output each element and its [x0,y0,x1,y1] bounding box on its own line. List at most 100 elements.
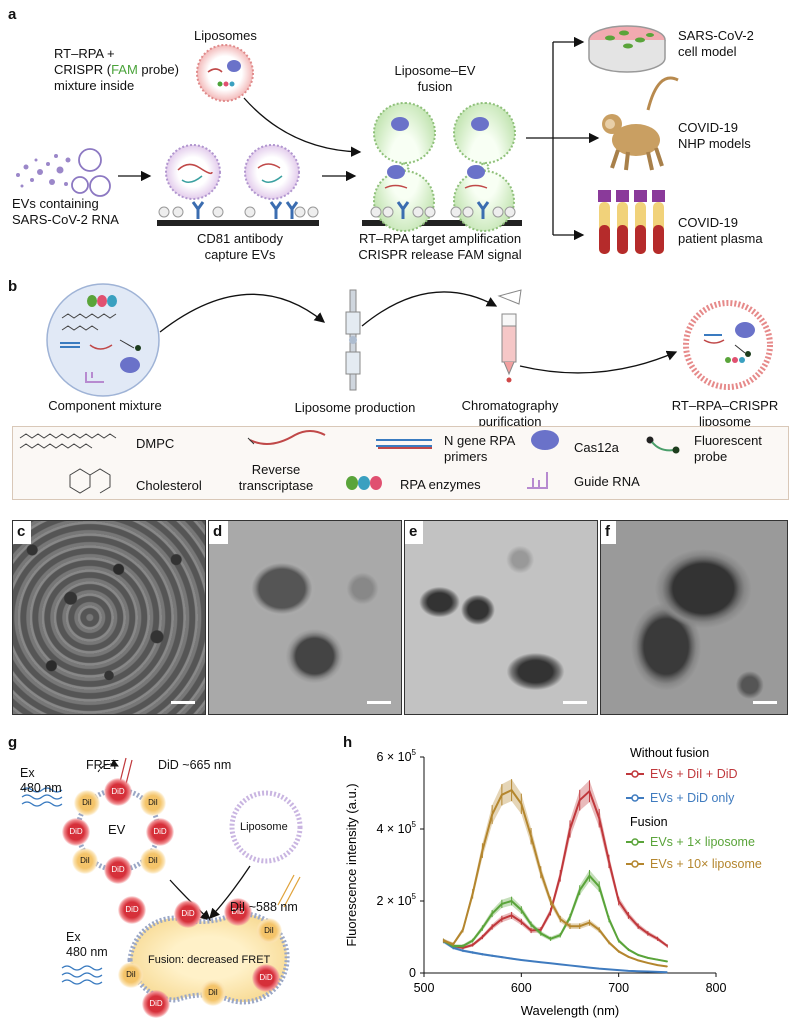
rt-rpa-crispr-mixture-text: RT–RPA + CRISPR (FAM probe) mixture insi… [54,46,179,93]
chromatography-column-icon [497,289,522,383]
legend-fluorescent-probe: Fluorescent probe [694,433,762,464]
did-dye: DiD [142,990,170,1018]
legend-marker [631,838,639,846]
did-dye: DiD [104,778,132,806]
legend-entry: EVs + DiD only [650,791,735,805]
legend-marker [631,794,639,802]
x-tick-label: 600 [511,981,532,995]
liposome-label-g: Liposome [240,821,288,833]
y-tick-label: 4 × 105 [376,820,416,836]
did-dye: DiD [104,856,132,884]
x-tick-label: 800 [706,981,727,995]
evs-containing-label: EVs containing SARS-CoV-2 RNA [12,196,119,227]
ev-label: EV [108,822,126,837]
legend-ngene-primers: N gene RPA primers [444,433,516,464]
panel-label-h: h [343,734,353,751]
did-dye: DiD [252,964,280,992]
rt-rpa-amplification-label: RT–RPA target amplification CRISPR relea… [358,231,522,262]
cd81-antibody-label: CD81 antibody capture EVs [197,231,283,262]
series-line [442,940,668,974]
rt-rpa-crispr-liposome-icon [683,300,773,390]
legend-group-fusion: Fusion [630,815,668,829]
micrograph-f: f [600,520,788,715]
dil-dye: DiI [118,962,144,988]
dil-588-label: DiI ~588 nm [230,900,298,914]
dil-dye: DiI [72,848,98,874]
did-dye: DiD [174,900,202,928]
did-dye: DiD [224,898,252,926]
dil-dye: DiI [200,980,226,1006]
monkey-icon [602,76,679,171]
legend-guide-rna: Guide RNA [574,474,640,489]
micrograph-e: e [404,520,598,715]
nhp-models-label: COVID-19 NHP models [678,120,751,151]
y-tick-label: 0 [409,966,416,980]
series-line [442,789,668,949]
legend-entry: EVs + 1× liposome [650,835,755,849]
legend-entry: EVs + DiI + DiD [650,767,738,781]
scale-bar [367,701,391,704]
component-mixture-label: Component mixture [48,398,162,413]
did-dye: DiD [146,818,174,846]
series-line [442,874,668,963]
ev-dots [16,154,71,188]
dil-dye: DiI [140,790,166,816]
legend-reverse-transcriptase: Reverse transcriptase [238,462,314,493]
extruder-icon [345,289,361,391]
dil-dye: DiI [140,848,166,874]
y-axis-label: Fluorescence intensity (a.u.) [344,783,359,946]
chromatography-label: Chromatography purification [461,398,559,429]
panel-label-g: g [8,734,18,751]
legend-group-without-fusion: Without fusion [630,746,709,760]
x-axis-label: Wavelength (nm) [521,1003,620,1018]
y-tick-label: 2 × 105 [376,892,416,908]
series-line [443,788,668,968]
legend-cas12a: Cas12a [574,440,619,455]
dil-dye: DiI [74,790,100,816]
scale-bar [753,701,777,704]
ex-480-label-1: Ex 480 nm [20,766,62,795]
dil-dye: DiI [256,918,282,944]
legend-entry: EVs + 10× liposome [650,857,762,871]
liposome-production-label: Liposome production [294,400,416,415]
petri-dish-icon [588,25,666,73]
micrograph-c: c [12,520,206,715]
panel-label-b: b [8,278,18,295]
ex-480-label-2: Ex 480 nm [66,930,108,959]
panel-label-c: c [13,521,32,544]
did-dye: DiD [62,818,90,846]
liposome-icon [196,44,254,102]
legend-marker [631,860,639,868]
panel-label-d: d [209,521,229,544]
panel-label-a: a [8,6,17,23]
scale-bar [563,701,587,704]
x-tick-label: 500 [414,981,435,995]
micrograph-d: d [208,520,402,715]
fret-label: FRET [86,758,119,772]
cd81-capture-surface [157,144,319,226]
rt-rpa-crispr-liposome-label: RT–RPA–CRISPR liposome [671,398,779,429]
series-error-band [443,869,668,963]
blood-tubes-icon [598,190,665,254]
scale-bar [171,701,195,704]
legend-marker [631,770,639,778]
ev-vesicles [71,148,111,197]
x-tick-label: 700 [608,981,629,995]
component-mixture-icon [46,283,160,397]
liposome-ev-fusion-label: Liposome–EV fusion [394,63,476,94]
y-tick-label: 6 × 105 [376,748,416,764]
legend-rpa-enzymes: RPA enzymes [400,477,481,492]
fusion-decreased-fret-label: Fusion: decreased FRET [148,954,271,966]
liposomes-label: Liposomes [194,28,257,43]
sars-cell-model-label: SARS-CoV-2 cell model [678,28,754,59]
panel-label-f: f [601,521,616,544]
legend-cholesterol: Cholesterol [136,478,202,493]
component-legend-box [12,426,789,500]
panel-label-e: e [405,521,424,544]
legend-dmpc: DMPC [136,436,175,451]
